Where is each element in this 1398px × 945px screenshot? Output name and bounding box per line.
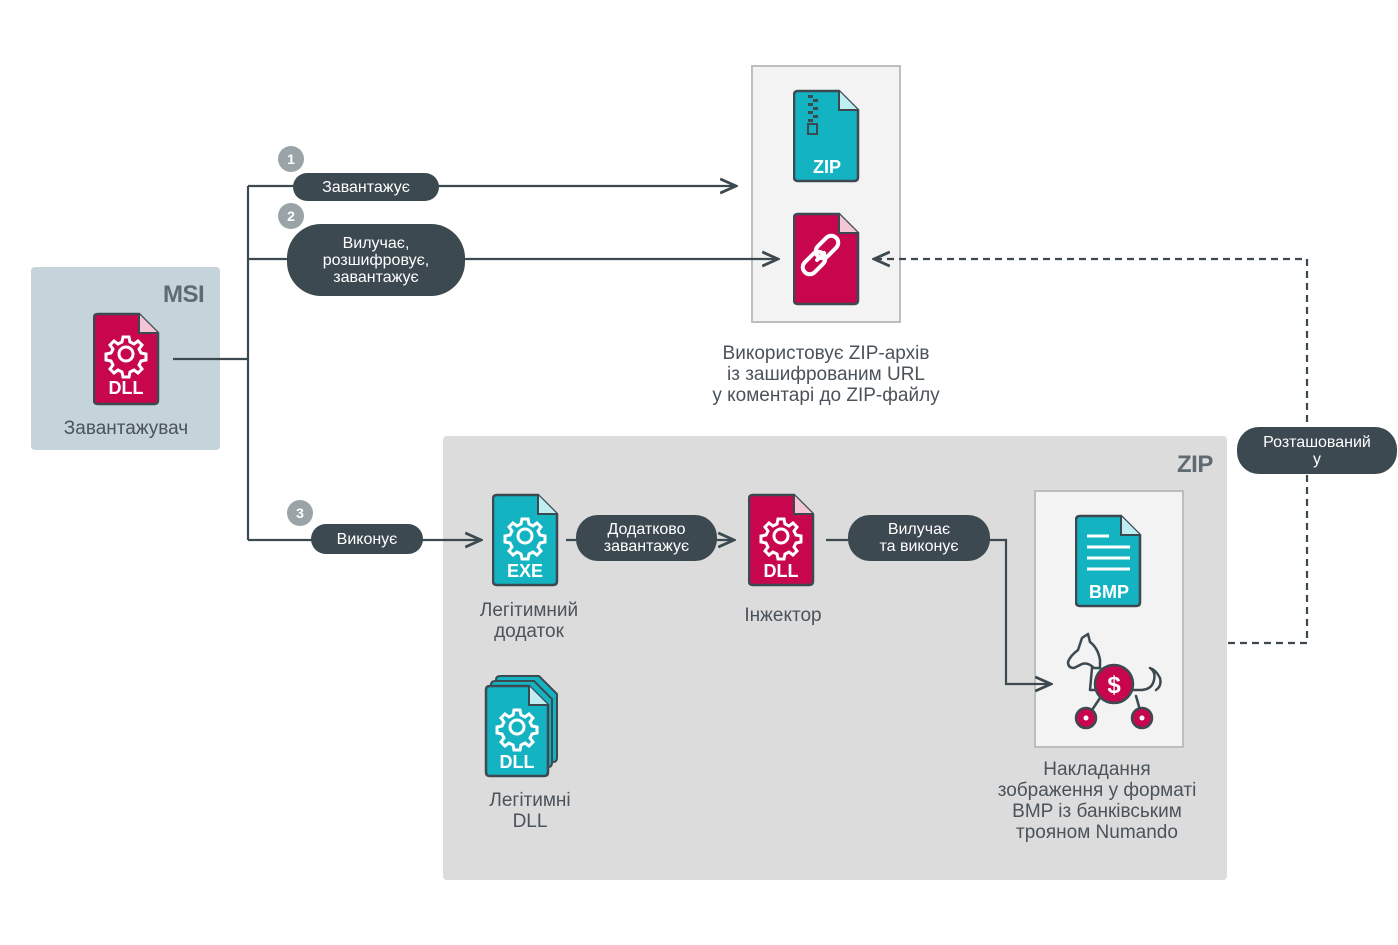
- step-1-label: Завантажує: [293, 173, 439, 201]
- zip-panel-title: ZIP: [1177, 451, 1213, 478]
- loader-dll-icon: DLL: [93, 312, 160, 406]
- zip-archive-icon: ZIP: [793, 89, 860, 183]
- step-3-label: Виконує: [311, 524, 423, 554]
- exe-label: EXE: [507, 561, 543, 581]
- step-2-badge: 2: [278, 203, 304, 229]
- arrow-injector-to-bmp: [826, 538, 1051, 684]
- svg-text:$: $: [1107, 672, 1121, 699]
- loader-caption: Завантажувач: [63, 418, 189, 439]
- legit-dlls-label: DLL: [500, 752, 535, 772]
- legit-dlls-caption: Легітимні DLL: [489, 790, 571, 832]
- zip-usage-caption: Використовує ZIP-архів із зашифрованим U…: [712, 343, 940, 406]
- located-in-label: Розташований у: [1237, 427, 1397, 474]
- bmp-file-icon: BMP: [1075, 514, 1142, 608]
- legit-dlls-icon: DLL: [484, 675, 558, 778]
- exe-icon: EXE: [492, 493, 559, 587]
- step-3-badge: 3: [287, 500, 313, 526]
- loader-dll-label: DLL: [109, 378, 144, 398]
- injector-caption: Інжектор: [744, 605, 822, 626]
- trojan-horse-icon: $: [1066, 632, 1162, 730]
- msi-panel-title: MSI: [163, 281, 205, 308]
- extracts-executes-label: Вилучає та виконує: [848, 515, 990, 561]
- injector-dll-label: DLL: [764, 561, 799, 581]
- injector-dll-icon: DLL: [748, 493, 815, 587]
- exe-caption: Легітимний додаток: [479, 600, 579, 642]
- zip-file-label: ZIP: [813, 157, 841, 177]
- link-file-icon: [793, 212, 860, 306]
- step-2-label: Вилучає, розшифровує, завантажує: [287, 224, 465, 296]
- step-1-badge: 1: [278, 146, 304, 172]
- additionally-loads-label: Додатково завантажує: [576, 515, 717, 561]
- bmp-label: BMP: [1089, 582, 1129, 602]
- bmp-overlay-caption: Накладання зображення у форматі BMP із б…: [997, 759, 1197, 843]
